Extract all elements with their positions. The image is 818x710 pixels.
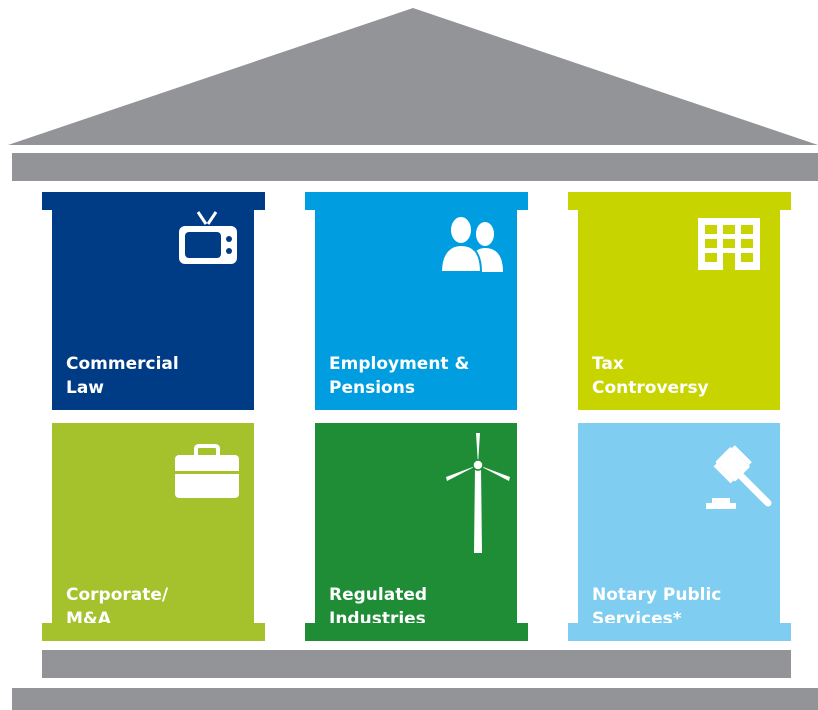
pillar-regulated-industries[interactable]: Regulated Industries bbox=[315, 423, 517, 641]
label-line: Controversy bbox=[592, 378, 709, 398]
entablature-beam bbox=[12, 153, 818, 181]
pillar-commercial-law[interactable]: Commercial Law bbox=[52, 192, 254, 410]
pillar-employment-pensions[interactable]: Employment & Pensions bbox=[315, 192, 517, 410]
label-line: Law bbox=[66, 378, 105, 398]
pillar-label-commercial: Commercial Law bbox=[66, 352, 179, 400]
briefcase-icon bbox=[175, 444, 239, 498]
pillar-base-notary bbox=[568, 623, 791, 641]
people-icon bbox=[439, 215, 503, 273]
label-line: Regulated bbox=[329, 585, 428, 605]
foundation-lower bbox=[12, 688, 818, 710]
tv-icon bbox=[179, 211, 237, 264]
label-line: Employment & bbox=[329, 354, 470, 374]
label-line: Tax bbox=[592, 354, 624, 374]
pillar-notary-public-services[interactable]: Notary Public Services* bbox=[578, 423, 780, 641]
label-line: Corporate/ bbox=[66, 585, 169, 605]
foundation-upper bbox=[42, 650, 791, 678]
building-icon bbox=[698, 218, 760, 270]
pillar-tax-controversy[interactable]: Tax Controversy bbox=[578, 192, 780, 410]
roof bbox=[8, 8, 818, 145]
pillar-label-employment: Employment & Pensions bbox=[329, 352, 469, 400]
label-line: Pensions bbox=[329, 378, 415, 398]
label-line: Notary Public bbox=[592, 585, 722, 605]
pillar-base-regulated bbox=[305, 623, 528, 641]
label-line: Commercial bbox=[66, 354, 179, 374]
pillar-base-corporate bbox=[42, 623, 265, 641]
pillar-label-tax: Tax Controversy bbox=[592, 352, 709, 400]
wind-turbine-icon bbox=[446, 433, 510, 553]
gavel-icon bbox=[706, 445, 772, 509]
